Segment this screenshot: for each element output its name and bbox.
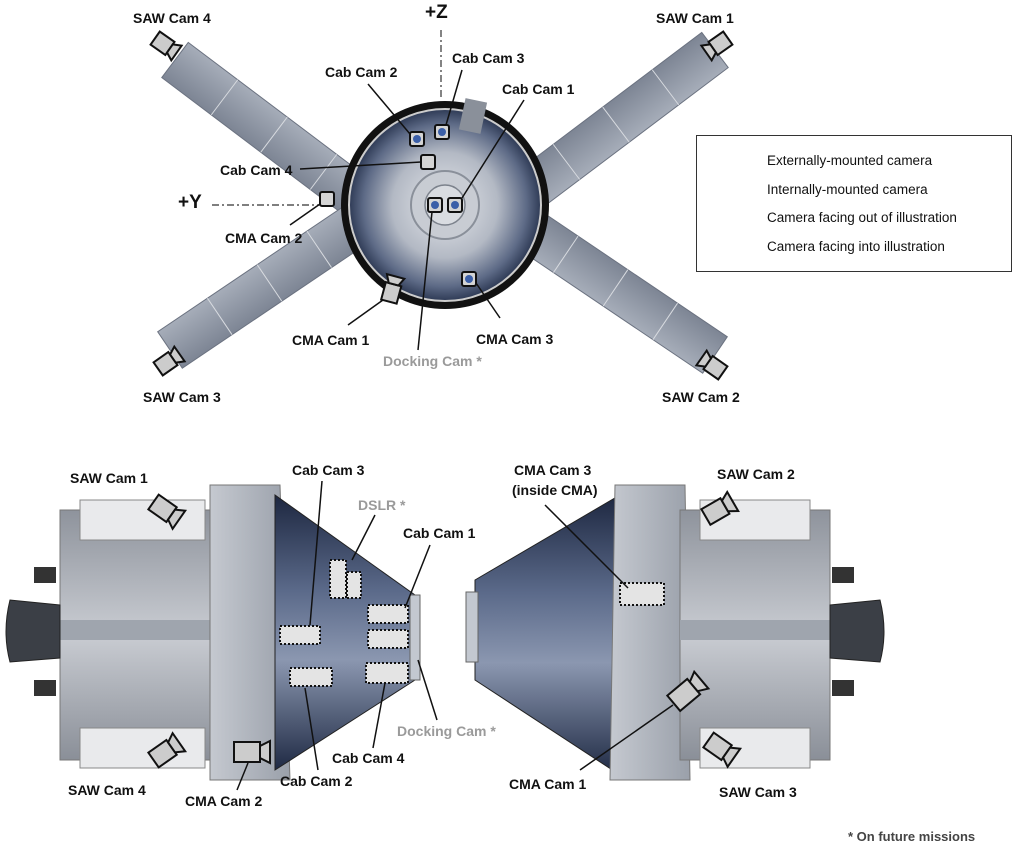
left-view-leader-lines <box>236 480 438 791</box>
cab-cam-4-camera <box>365 662 409 684</box>
footnote: * On future missions <box>848 829 976 844</box>
crew-module-adapter-right <box>609 484 691 781</box>
left-cab-cam-3-label: Cab Cam 3 <box>292 462 365 478</box>
left-cab-cam-2-label: Cab Cam 2 <box>280 773 353 789</box>
top-cab-cam-3-label: Cab Cam 3 <box>452 50 525 66</box>
cma-cam-2-marker <box>319 191 335 207</box>
top-cma-cam-3-label: CMA Cam 3 <box>476 331 554 347</box>
legend-facing-out-label: Camera facing out of illustration <box>767 210 957 225</box>
top-cma-cam-2-label: CMA Cam 2 <box>225 230 303 246</box>
cab-cam-1-camera-2 <box>367 629 409 649</box>
dslr-camera-2 <box>346 571 362 599</box>
cab-cam-4-marker <box>420 154 436 170</box>
internal-cameras-left <box>279 559 409 687</box>
top-docking-cam-label: Docking Cam * <box>383 353 482 369</box>
top-cab-cam-1-label: Cab Cam 1 <box>502 81 575 97</box>
cab-cam-2-camera <box>289 667 333 687</box>
left-dslr-label: DSLR * <box>358 497 406 513</box>
top-saw-cam-4-label: SAW Cam 4 <box>133 10 211 26</box>
crew-module-adapter-left <box>209 484 291 781</box>
right-saw-cam-2-label: SAW Cam 2 <box>717 466 795 482</box>
cab-cam-1-camera <box>367 604 409 624</box>
left-saw-cam-1-label: SAW Cam 1 <box>70 470 148 486</box>
y-axis-label: +Y <box>178 192 202 213</box>
right-cma-cam-3-sublabel: (inside CMA) <box>512 482 598 498</box>
crew-module-cone-right <box>474 494 621 776</box>
cma-cam-1-camera-icon-side <box>665 669 711 713</box>
cma-cam-1-camera-icon <box>379 272 407 305</box>
saw-cam-2-camera-icon-side <box>700 490 740 527</box>
legend-facing-in-label: Camera facing into illustration <box>767 239 945 254</box>
saw-cam-2-camera-icon <box>694 348 729 381</box>
top-saw-cam-2-label: SAW Cam 2 <box>662 389 740 405</box>
bottom-right-view <box>465 484 885 781</box>
saw-cam-3-camera-icon-side <box>701 731 743 769</box>
top-view-leader-lines <box>289 69 525 351</box>
left-cma-cam-2-label: CMA Cam 2 <box>185 793 263 809</box>
top-view <box>149 30 734 381</box>
legend-external-label: Externally-mounted camera <box>767 153 933 168</box>
saw-cam-1-camera-icon-side-left <box>146 493 188 531</box>
cma-cam-2-camera-icon-side <box>233 739 271 765</box>
z-axis-label: +Z <box>425 2 448 23</box>
saw-cam-4-camera-icon-side-left <box>146 731 188 769</box>
right-saw-cam-3-label: SAW Cam 3 <box>719 784 797 800</box>
top-cma-cam-1-label: CMA Cam 1 <box>292 332 370 348</box>
dslr-camera <box>329 559 347 599</box>
left-cab-cam-1-label: Cab Cam 1 <box>403 525 476 541</box>
right-cma-cam-1-label: CMA Cam 1 <box>509 776 587 792</box>
camera-legend: Externally-mounted camera Internally-mou… <box>696 135 1012 272</box>
engine-bell-right <box>829 599 885 663</box>
top-saw-cam-1-label: SAW Cam 1 <box>656 10 734 26</box>
top-cab-cam-4-label: Cab Cam 4 <box>220 162 293 178</box>
left-cab-cam-4-label: Cab Cam 4 <box>332 750 405 766</box>
right-view-leader-lines <box>544 504 674 771</box>
top-cab-cam-2-label: Cab Cam 2 <box>325 64 398 80</box>
saw-cam-1-camera-icon <box>699 30 734 63</box>
legend-internal-label: Internally-mounted camera <box>767 182 928 197</box>
saw-cam-4-camera-icon <box>149 30 184 63</box>
solar-wing-upper-left <box>161 41 389 229</box>
cma-cam-3-internal-camera <box>619 582 665 606</box>
right-cma-cam-3-label: CMA Cam 3 <box>514 462 592 478</box>
left-saw-cam-4-label: SAW Cam 4 <box>68 782 146 798</box>
left-docking-cam-label: Docking Cam * <box>397 723 496 739</box>
bottom-left-view <box>5 480 438 791</box>
engine-bell-left <box>5 599 61 663</box>
cab-cam-3-camera <box>279 625 321 645</box>
top-saw-cam-3-label: SAW Cam 3 <box>143 389 221 405</box>
saw-cam-3-camera-icon <box>152 344 187 377</box>
